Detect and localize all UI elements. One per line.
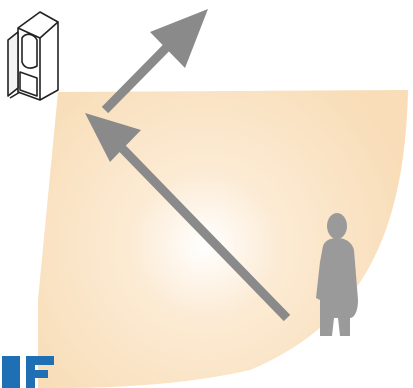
person-silhouette — [316, 213, 358, 336]
partial-logo-icon — [2, 356, 54, 388]
detection-area — [38, 90, 408, 388]
long-range-arrow — [101, 9, 208, 114]
motion-sensor-icon — [7, 11, 59, 101]
approach-arrow — [85, 113, 291, 322]
